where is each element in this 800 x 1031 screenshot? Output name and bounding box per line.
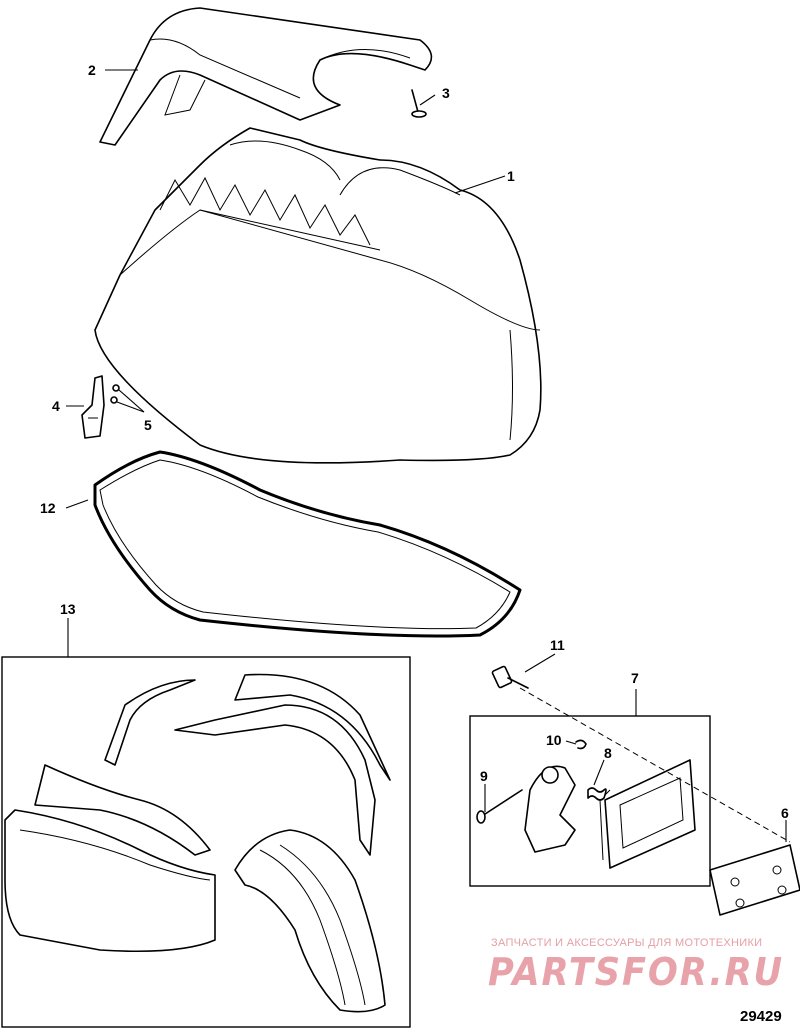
part-3-screw [411,89,427,118]
part-7-frame [469,715,711,887]
callout-9: 9 [480,768,488,784]
leader-lines [65,69,787,842]
alignment-line [519,687,791,843]
callout-10: 10 [546,732,562,748]
callout-4: 4 [52,398,60,414]
callout-13: 13 [60,601,76,617]
callout-2: 2 [88,62,96,78]
callout-6: 6 [781,805,789,821]
part-9-pin [476,789,523,824]
part-2-top-cowl [99,7,433,146]
callout-8: 8 [604,745,612,761]
part-4-latch [81,375,105,439]
part-10-clip [575,739,587,750]
part-13-decals [4,673,391,1013]
part-12-seal [93,450,522,638]
callout-5: 5 [144,417,152,433]
part-8-spring [587,787,607,801]
part-13-frame [1,656,411,1028]
part-7-latch-assembly [524,759,696,869]
part-5-screws [110,384,120,404]
part-1-main-cowl [94,127,542,464]
part-6-plate [709,844,800,916]
callout-7: 7 [631,670,639,686]
watermark-logo: PARTSFOR.RU [488,950,784,994]
callout-1: 1 [507,168,515,184]
watermark-tagline: ЗАПЧАСТИ И АКСЕССУАРЫ ДЛЯ МОТОТЕХНИКИ [491,937,762,949]
part-11-bolt [491,665,529,689]
callout-12: 12 [40,500,56,516]
callout-3: 3 [442,85,450,101]
callout-11: 11 [550,637,565,653]
diagram-number: 29429 [740,1008,782,1025]
